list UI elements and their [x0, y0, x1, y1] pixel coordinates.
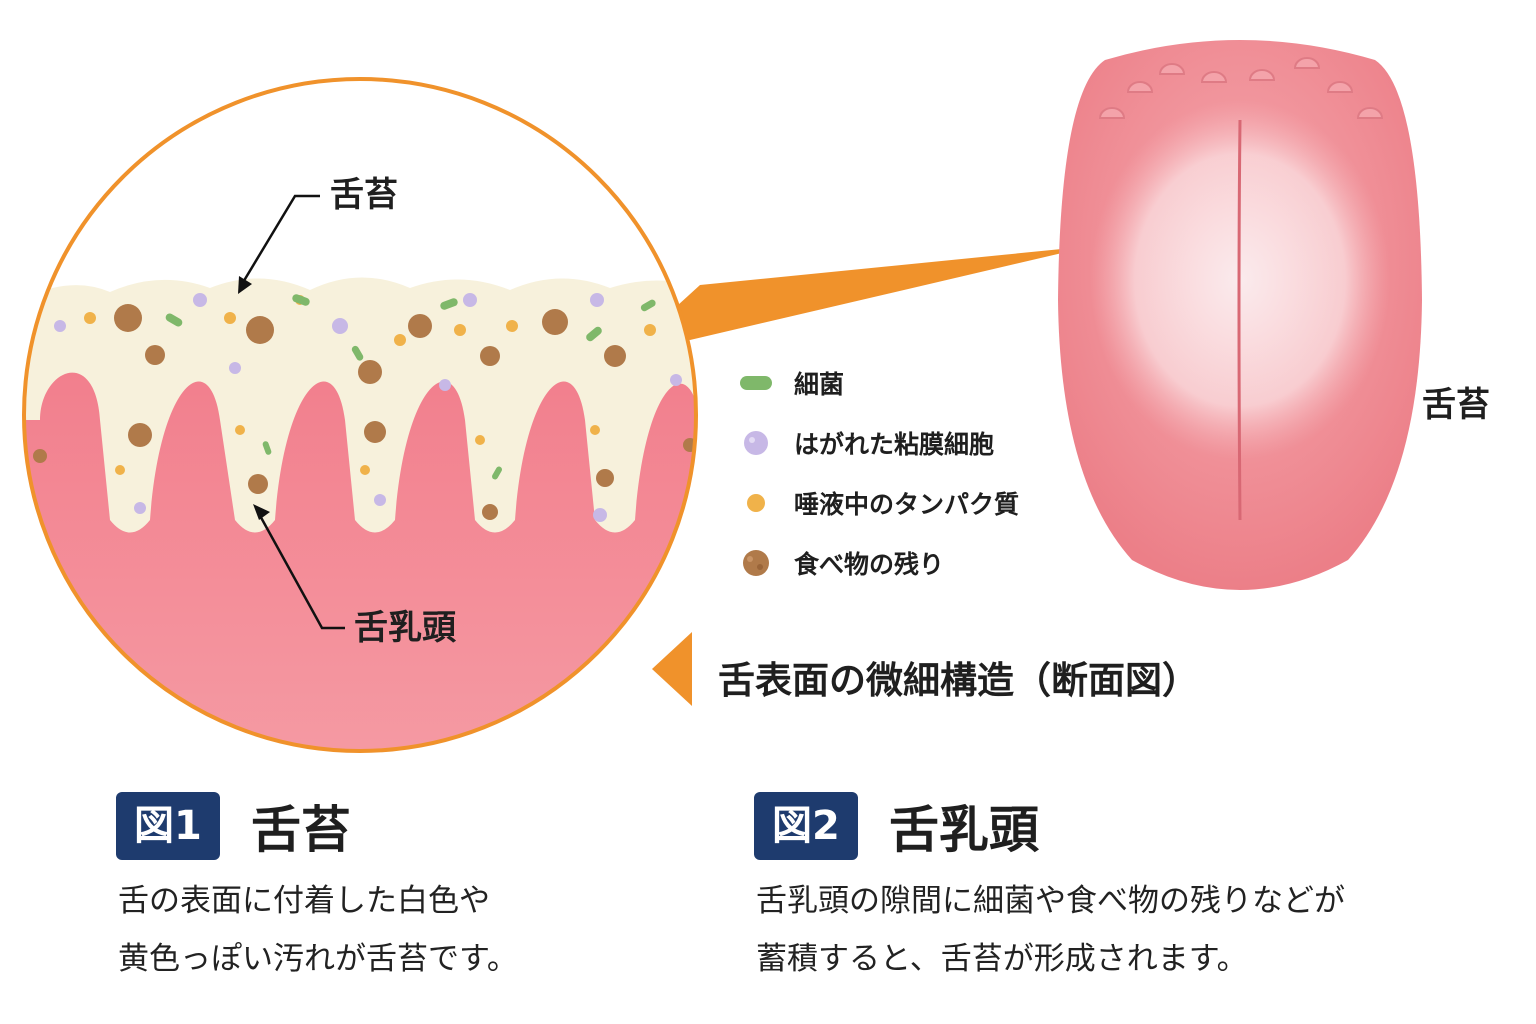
legend-label: 食べ物の残り: [794, 550, 945, 579]
legend-label: 細菌: [794, 370, 845, 399]
figure-2-header: 図2 舌乳頭: [754, 790, 1039, 862]
circle-outline: [22, 77, 698, 753]
figure-2-desc-line-2: 蓄積すると、舌苔が形成されます。: [756, 941, 1248, 977]
figure-1-title: 舌苔: [250, 801, 351, 859]
figure-1-header: 図1 舌苔: [116, 790, 351, 862]
figure-1-badge: 図1: [116, 792, 220, 860]
figure-2-badge: 図2: [754, 792, 858, 860]
tongue-tip-papillae: [1098, 57, 1384, 119]
coating-label-right: 舌苔: [1422, 385, 1490, 425]
particles: [33, 293, 696, 522]
figure-1-desc-line-2: 黄色っぽい汚れが舌苔です。: [118, 941, 518, 977]
legend-label: 唾液中のタンパク質: [794, 490, 1020, 519]
coating-label-left: 舌苔: [330, 175, 398, 215]
protein-icon: [747, 494, 765, 512]
figure-2-description: 舌乳頭の隙間に細菌や食べ物の残りなどが 蓄積すると、舌苔が形成されます。: [756, 872, 1345, 988]
papillae-label: 舌乳頭: [354, 608, 456, 648]
bacteria-icon: [740, 376, 772, 390]
mucosal-cell-icon: [744, 431, 768, 455]
figure-1-description: 舌の表面に付着した白色や 黄色っぽい汚れが舌苔です。: [118, 872, 518, 988]
figure-2-title: 舌乳頭: [888, 801, 1039, 859]
tongue-illustration: [1058, 40, 1422, 590]
tongue-midline: [1237, 119, 1242, 521]
legend-item-mucosal-cells: はがれた粘膜細胞: [738, 428, 995, 459]
legend-item-bacteria: 細菌: [738, 368, 845, 399]
figure-2-desc-line-1: 舌乳頭の隙間に細菌や食べ物の残りなどが: [756, 883, 1345, 919]
caption-pointer: [652, 632, 692, 706]
papillae-tissue: [24, 372, 696, 751]
legend-item-food-residue: 食べ物の残り: [738, 548, 945, 579]
figure-1-desc-line-1: 舌の表面に付着した白色や: [118, 883, 490, 919]
legend-item-protein: 唾液中のタンパク質: [738, 488, 1020, 519]
cross-section-caption: 舌表面の微細構造（断面図）: [718, 659, 1199, 702]
food-residue-icon: [743, 550, 769, 576]
callout-wedge: [655, 246, 1092, 340]
legend-label: はがれた粘膜細胞: [794, 430, 995, 459]
cross-section-circle: [24, 80, 696, 751]
